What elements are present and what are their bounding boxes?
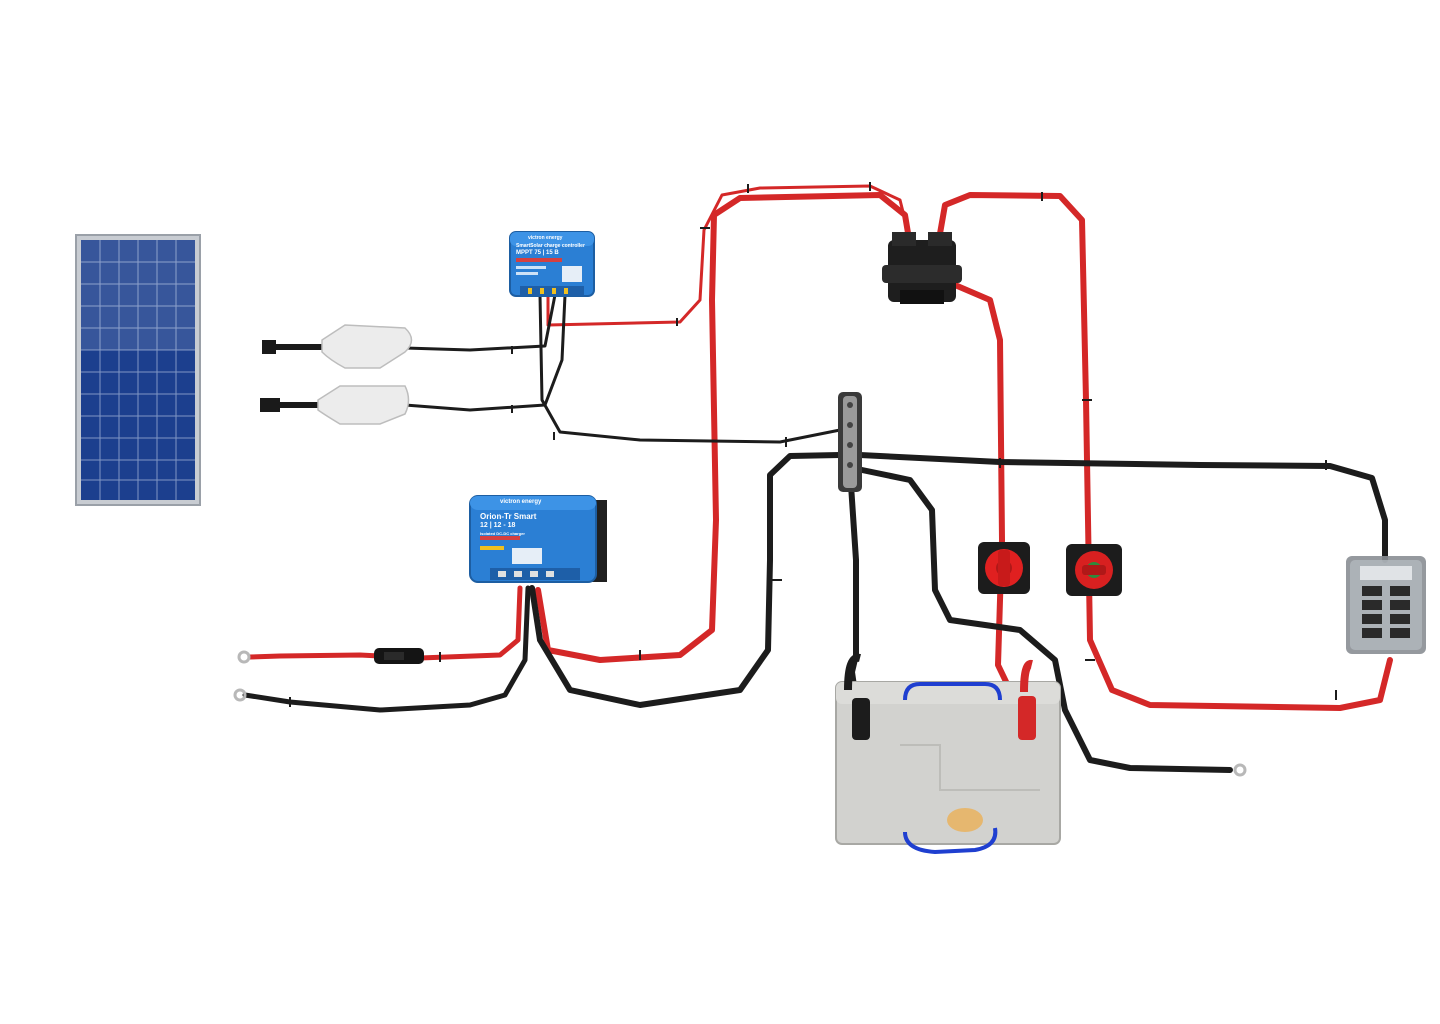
leisure-battery <box>835 653 1061 855</box>
negative-busbar <box>838 392 862 492</box>
ring-lug-black-input <box>233 688 247 702</box>
fuse-to-distribution-red-cable <box>935 192 1393 711</box>
busbar-to-chassis-black-cable <box>859 467 1233 773</box>
battery-strap-top <box>903 682 1002 701</box>
battery-negative-terminal <box>852 698 870 740</box>
mega-fuse-holder <box>882 232 962 304</box>
cable-ties <box>289 182 1337 707</box>
battery-isolator-switch-left <box>978 542 1030 594</box>
mc4-connector-upper <box>262 324 413 369</box>
solar-panel <box>75 234 201 506</box>
ring-lug-red-input <box>237 650 251 664</box>
mppt-charge-controller <box>509 231 595 297</box>
orion-dc-dc-charger <box>469 495 607 583</box>
fuse-distribution-box <box>1346 556 1426 654</box>
inline-fuse-holder <box>374 648 424 664</box>
battery-strap-bottom <box>903 827 998 855</box>
busbar-to-orion-black-cable <box>529 452 843 708</box>
mc4-connector-lower <box>260 385 410 425</box>
mppt-negative-cable <box>538 293 842 444</box>
pv-lead-upper <box>403 293 557 352</box>
orion-red-output-cable <box>535 192 913 663</box>
busbar-to-distribution-black-cable <box>857 452 1388 563</box>
solar-cell-grid <box>81 240 195 500</box>
orion-red-input-cable <box>247 585 523 661</box>
ring-lug-chassis <box>1233 763 1247 777</box>
battery-positive-terminal <box>1018 696 1036 740</box>
battery-isolator-switch-right <box>1066 544 1122 596</box>
fuse-to-battery-red-cable <box>952 282 1013 693</box>
